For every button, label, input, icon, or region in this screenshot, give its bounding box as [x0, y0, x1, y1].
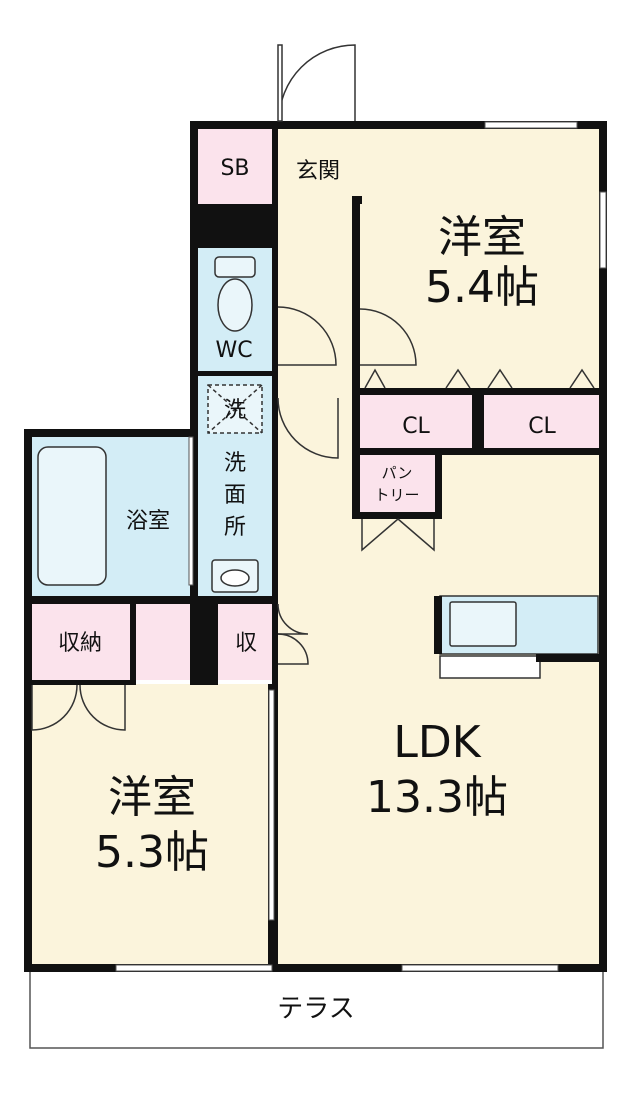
- storage-left-label: 収納: [58, 631, 102, 656]
- kitchen-counter-icon: [434, 595, 599, 679]
- window-bottom-left: [115, 964, 273, 972]
- ldk-name: LDK: [393, 717, 481, 768]
- sink-icon: [211, 559, 259, 593]
- floor-entrance: [278, 127, 358, 204]
- bathroom-label: 浴室: [126, 509, 170, 534]
- western-top-name: 洋室: [438, 212, 526, 263]
- window-top: [484, 121, 578, 129]
- floor-storage-mid: [136, 604, 190, 680]
- floor-shoe-box: [196, 127, 274, 204]
- window-right: [599, 191, 607, 269]
- toilet-icon: [214, 256, 256, 332]
- western-bottom-name: 洋室: [108, 772, 196, 823]
- doors: [31, 44, 595, 731]
- shoe-box-label: SB: [220, 156, 249, 181]
- door-swing-icon: [277, 44, 356, 122]
- pantry-label-1: パン: [382, 464, 413, 482]
- washroom-label-1: 洗: [224, 451, 246, 476]
- western-bottom-size: 5.3帖: [95, 827, 209, 878]
- washer-box: [207, 384, 263, 434]
- floor-western-top: [358, 127, 601, 393]
- sliding-door-bath: [188, 436, 194, 586]
- floor-storage-left: [30, 604, 130, 680]
- window-bottom-right: [401, 964, 559, 972]
- ldk-size: 13.3帖: [366, 772, 508, 823]
- labels: SB 玄関 洋室 5.4帖 WC 洗 洗 面 所 浴室 CL CL パン トリー…: [58, 156, 557, 878]
- floor-closet-2: [484, 394, 601, 450]
- washer-label: 洗: [224, 398, 246, 423]
- western-top-size: 5.4帖: [425, 262, 539, 313]
- pantry-label-2: トリー: [374, 486, 419, 504]
- floor-western-bottom: [30, 684, 274, 966]
- sliding-door-west: [268, 689, 275, 921]
- terrace-label: テラス: [277, 994, 354, 1024]
- fixtures: [37, 256, 599, 679]
- closet-1-label: CL: [402, 414, 430, 439]
- floor-closet-1: [360, 394, 472, 450]
- bathtub-icon: [37, 446, 107, 586]
- entrance-label: 玄関: [296, 159, 340, 184]
- floor-storage-small: [218, 604, 274, 680]
- storage-small-label: 収: [235, 631, 257, 656]
- toilet-label: WC: [215, 338, 252, 363]
- closet-2-label: CL: [528, 414, 556, 439]
- floor-ldk: [278, 450, 601, 966]
- washroom-label-2: 面: [224, 483, 246, 508]
- washroom-label-3: 所: [224, 515, 246, 540]
- terrace: テラス: [29, 970, 604, 1049]
- windows: [115, 121, 607, 972]
- floor-pantry: [360, 455, 435, 515]
